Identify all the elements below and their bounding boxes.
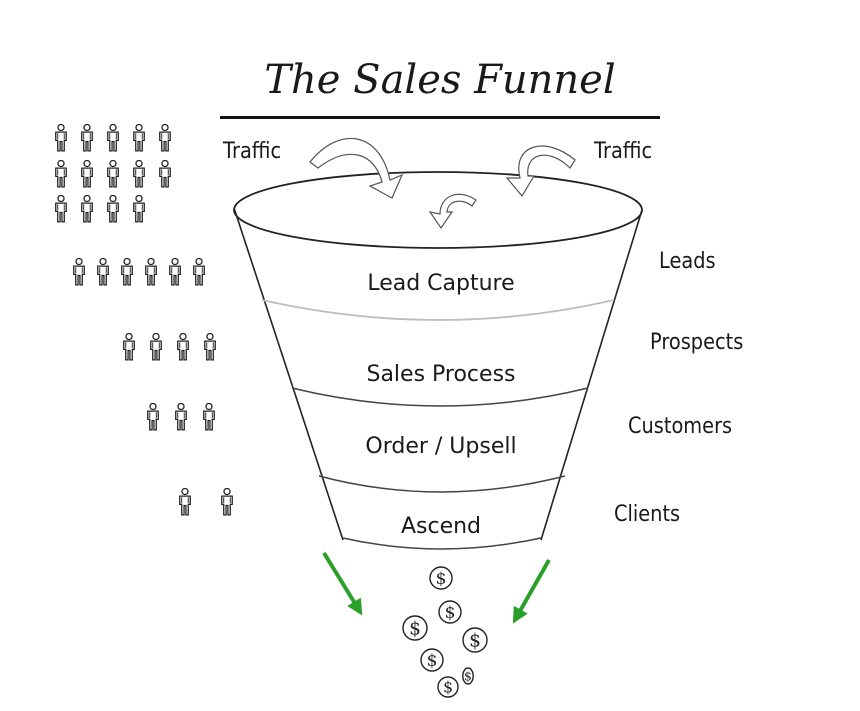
person-icon bbox=[81, 195, 93, 223]
person-icon bbox=[107, 195, 119, 223]
stage-label-lead-capture: Lead Capture bbox=[367, 271, 515, 296]
person-icon bbox=[169, 258, 181, 286]
person-icon bbox=[177, 333, 189, 361]
traffic-label-right: Traffic bbox=[594, 139, 653, 164]
people-groups bbox=[55, 124, 233, 516]
person-icon bbox=[123, 333, 135, 361]
person-icon bbox=[203, 403, 215, 431]
funnel-outline bbox=[233, 171, 643, 550]
person-icon bbox=[193, 258, 205, 286]
person-icon bbox=[107, 160, 119, 188]
dollar-coin-icon: $ bbox=[402, 615, 428, 641]
person-icon bbox=[133, 195, 145, 223]
curved-arrow-icon bbox=[309, 137, 404, 199]
side-label-clients: Clients bbox=[614, 502, 681, 527]
person-icon bbox=[73, 258, 85, 286]
dollar-coin-icon: $ bbox=[429, 566, 453, 590]
side-label-prospects: Prospects bbox=[650, 330, 744, 355]
svg-text:$: $ bbox=[409, 619, 421, 640]
side-label-leads: Leads bbox=[659, 249, 716, 274]
person-icon bbox=[133, 124, 145, 152]
svg-text:$: $ bbox=[464, 668, 472, 683]
curved-arrow-icon bbox=[505, 145, 576, 198]
person-icon bbox=[159, 160, 171, 188]
person-icon bbox=[97, 258, 109, 286]
person-icon bbox=[159, 124, 171, 152]
svg-text:$: $ bbox=[443, 679, 453, 697]
person-icon bbox=[175, 403, 187, 431]
person-icon bbox=[179, 488, 191, 516]
person-icon bbox=[147, 403, 159, 431]
person-icon bbox=[107, 124, 119, 152]
traffic-flow-arrows bbox=[309, 137, 576, 230]
person-icon bbox=[81, 160, 93, 188]
stage-label-ascend: Ascend bbox=[400, 514, 482, 539]
person-icon bbox=[145, 258, 157, 286]
dollar-coins: $ $ $ $ $ $ $ bbox=[402, 566, 488, 698]
person-icon bbox=[55, 124, 67, 152]
money-arrows bbox=[322, 551, 551, 624]
person-icon bbox=[150, 333, 162, 361]
person-icon bbox=[121, 258, 133, 286]
stage-label-order-upsell: Order / Upsell bbox=[365, 434, 517, 459]
svg-text:$: $ bbox=[436, 569, 447, 589]
title-underline bbox=[220, 116, 660, 119]
dollar-coin-icon: $ bbox=[437, 676, 459, 698]
side-label-customers: Customers bbox=[628, 414, 733, 439]
svg-text:$: $ bbox=[469, 631, 481, 652]
curved-arrow-icon bbox=[428, 193, 477, 230]
person-icon bbox=[221, 488, 233, 516]
person-icon bbox=[204, 333, 216, 361]
person-icon bbox=[133, 160, 145, 188]
person-icon bbox=[55, 160, 67, 188]
svg-text:$: $ bbox=[445, 603, 456, 623]
down-right-arrow-icon bbox=[322, 551, 363, 616]
down-left-arrow-icon bbox=[512, 559, 551, 624]
stage-label-sales-process: Sales Process bbox=[366, 362, 516, 387]
traffic-label-left: Traffic bbox=[223, 139, 282, 164]
svg-text:$: $ bbox=[427, 651, 438, 671]
dollar-coin-icon: $ bbox=[462, 627, 488, 653]
person-icon bbox=[55, 195, 67, 223]
dollar-coin-icon: $ bbox=[438, 600, 462, 624]
dollar-coin-icon: $ bbox=[462, 667, 474, 685]
person-icon bbox=[81, 124, 93, 152]
dollar-coin-icon: $ bbox=[420, 648, 444, 672]
page-title: The Sales Funnel bbox=[264, 57, 616, 103]
